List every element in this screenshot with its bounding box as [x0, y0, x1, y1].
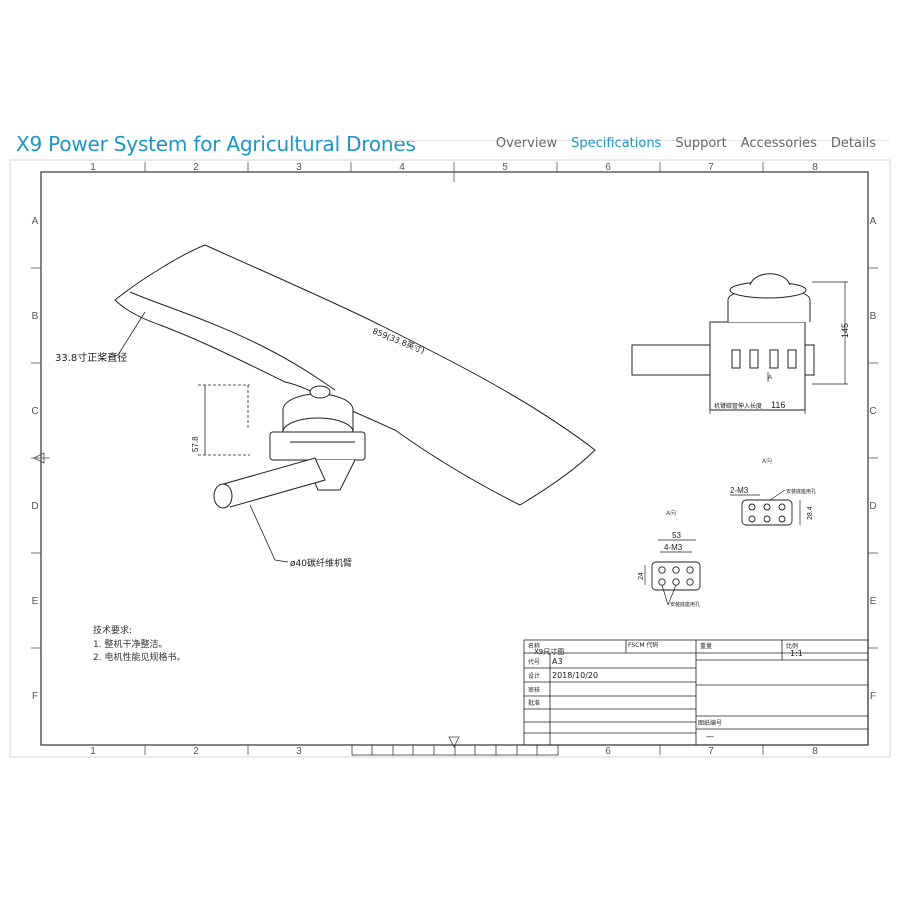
- tech-note-item: 1. 整机干净整洁。: [93, 638, 167, 650]
- nav-accessories[interactable]: Accessories: [740, 136, 817, 151]
- outer-frame: [9, 159, 891, 758]
- row-label: D: [31, 501, 38, 512]
- column-labels: 1 2 3 4 5 6 7 8 1 2 3 6 7 8: [90, 162, 818, 757]
- col-label: 6: [605, 162, 611, 173]
- col-label: 2: [193, 162, 199, 173]
- row-label: A: [870, 216, 877, 227]
- row-label: E: [870, 596, 877, 607]
- nav-support[interactable]: Support: [675, 136, 727, 151]
- column-ticks: [144, 162, 764, 755]
- tb-format: A3: [552, 657, 563, 666]
- col-label: 2: [193, 746, 199, 757]
- col-label: 1: [90, 746, 96, 757]
- nav-specifications[interactable]: Specifications: [571, 136, 662, 151]
- m3-top-label: 2-M3: [730, 486, 749, 495]
- nav-details[interactable]: Details: [830, 136, 876, 151]
- row-label: C: [869, 406, 876, 417]
- title-block: [523, 639, 869, 746]
- tb-check-label: 审核: [528, 686, 540, 694]
- tb-name-label: 名称: [528, 642, 540, 650]
- row-label: B: [32, 311, 39, 322]
- tech-note-item: 2. 电机性能见规格书。: [93, 651, 185, 663]
- view-a1-label: A向: [762, 457, 772, 465]
- col-label: 3: [296, 162, 302, 173]
- tb-date: 2018/10/20: [552, 671, 598, 680]
- row-label: F: [32, 691, 38, 702]
- side-view-dims: [709, 281, 848, 414]
- tb-sheet-label: 重量: [700, 642, 712, 650]
- row-label: D: [869, 501, 876, 512]
- nav-overview[interactable]: Overview: [495, 136, 558, 151]
- col-label: 7: [708, 162, 714, 173]
- tb-drawn-label: 设计: [528, 672, 540, 680]
- motor-assembly: [269, 385, 366, 491]
- row-label: B: [870, 311, 877, 322]
- prop-size-label: 33.8寸正桨直径: [55, 351, 127, 364]
- m3-bottom-note: 安装底座用孔: [670, 601, 700, 608]
- row-label: C: [31, 406, 38, 417]
- title-block-text: 名称 X9尺寸图 FSCM 代码 代号 A3 设计 2018/10/20 审核 …: [528, 641, 803, 741]
- tech-notes-title: 技术要求:: [93, 624, 132, 636]
- tb-sheet-no-label: 图纸编号: [698, 719, 722, 727]
- tb-company: FSCM 代码: [628, 641, 658, 649]
- page-header: X9 Power System for Agricultural Drones …: [0, 128, 900, 162]
- col-label: 7: [708, 746, 714, 757]
- row-labels: A B C D E F A B C D E F: [31, 216, 876, 702]
- center-mark-left: [33, 452, 45, 464]
- col-label: 8: [812, 746, 818, 757]
- view-a2-label: A向: [666, 509, 676, 517]
- col-label: 4: [399, 162, 405, 173]
- tech-notes: 技术要求: 1. 整机干净整洁。 2. 电机性能见规格书。: [93, 624, 185, 663]
- col-label: 5: [502, 162, 508, 173]
- side-view: [631, 273, 815, 411]
- side-height-label: 145: [840, 323, 850, 338]
- col-label: 6: [605, 746, 611, 757]
- m3-bottom-label: 4-M3: [664, 543, 683, 552]
- arm-tube: [213, 457, 326, 509]
- row-label: E: [32, 596, 39, 607]
- tb-code-label: 代号: [528, 658, 540, 666]
- col-label: 8: [812, 162, 818, 173]
- row-label: F: [870, 691, 876, 702]
- col-label: 3: [296, 746, 302, 757]
- row-ticks: [31, 267, 878, 649]
- center-mark-bottom: [448, 736, 460, 748]
- nav-menu: Overview Specifications Support Accessor…: [496, 136, 876, 151]
- header-divider: [390, 140, 890, 141]
- arrow-a-label: A: [768, 375, 772, 381]
- height-dim-label: 57.8: [191, 436, 200, 452]
- tb-scale: 1:1: [790, 649, 803, 658]
- dim-28-label: 28.4: [807, 506, 814, 520]
- col-label: 1: [90, 162, 96, 173]
- tube-label: ø40碳纤维机臂: [290, 557, 352, 569]
- dim-53-label: 53: [672, 531, 681, 540]
- tb-sheet-no: —: [706, 732, 714, 741]
- scale-ruler: [351, 744, 559, 756]
- row-label: A: [32, 216, 39, 227]
- leader-lines: [107, 311, 289, 563]
- tb-approve-label: 批准: [528, 699, 540, 707]
- side-note-label: 机臂碳管伸入长度: [714, 402, 762, 410]
- mount-bottom-dims: [644, 539, 696, 606]
- side-width-label: 116: [771, 400, 785, 410]
- dim-24-label: 24: [638, 572, 645, 580]
- mount-pattern-top: [741, 499, 793, 526]
- propeller-blade: [114, 244, 596, 506]
- tb-name: X9尺寸图: [534, 647, 564, 656]
- product-title: X9 Power System for Agricultural Drones: [16, 132, 416, 156]
- tb-scale-label: 比例: [786, 642, 798, 650]
- mount-top-dims: [730, 489, 801, 525]
- m3-top-note: 安装底座用孔: [786, 488, 816, 495]
